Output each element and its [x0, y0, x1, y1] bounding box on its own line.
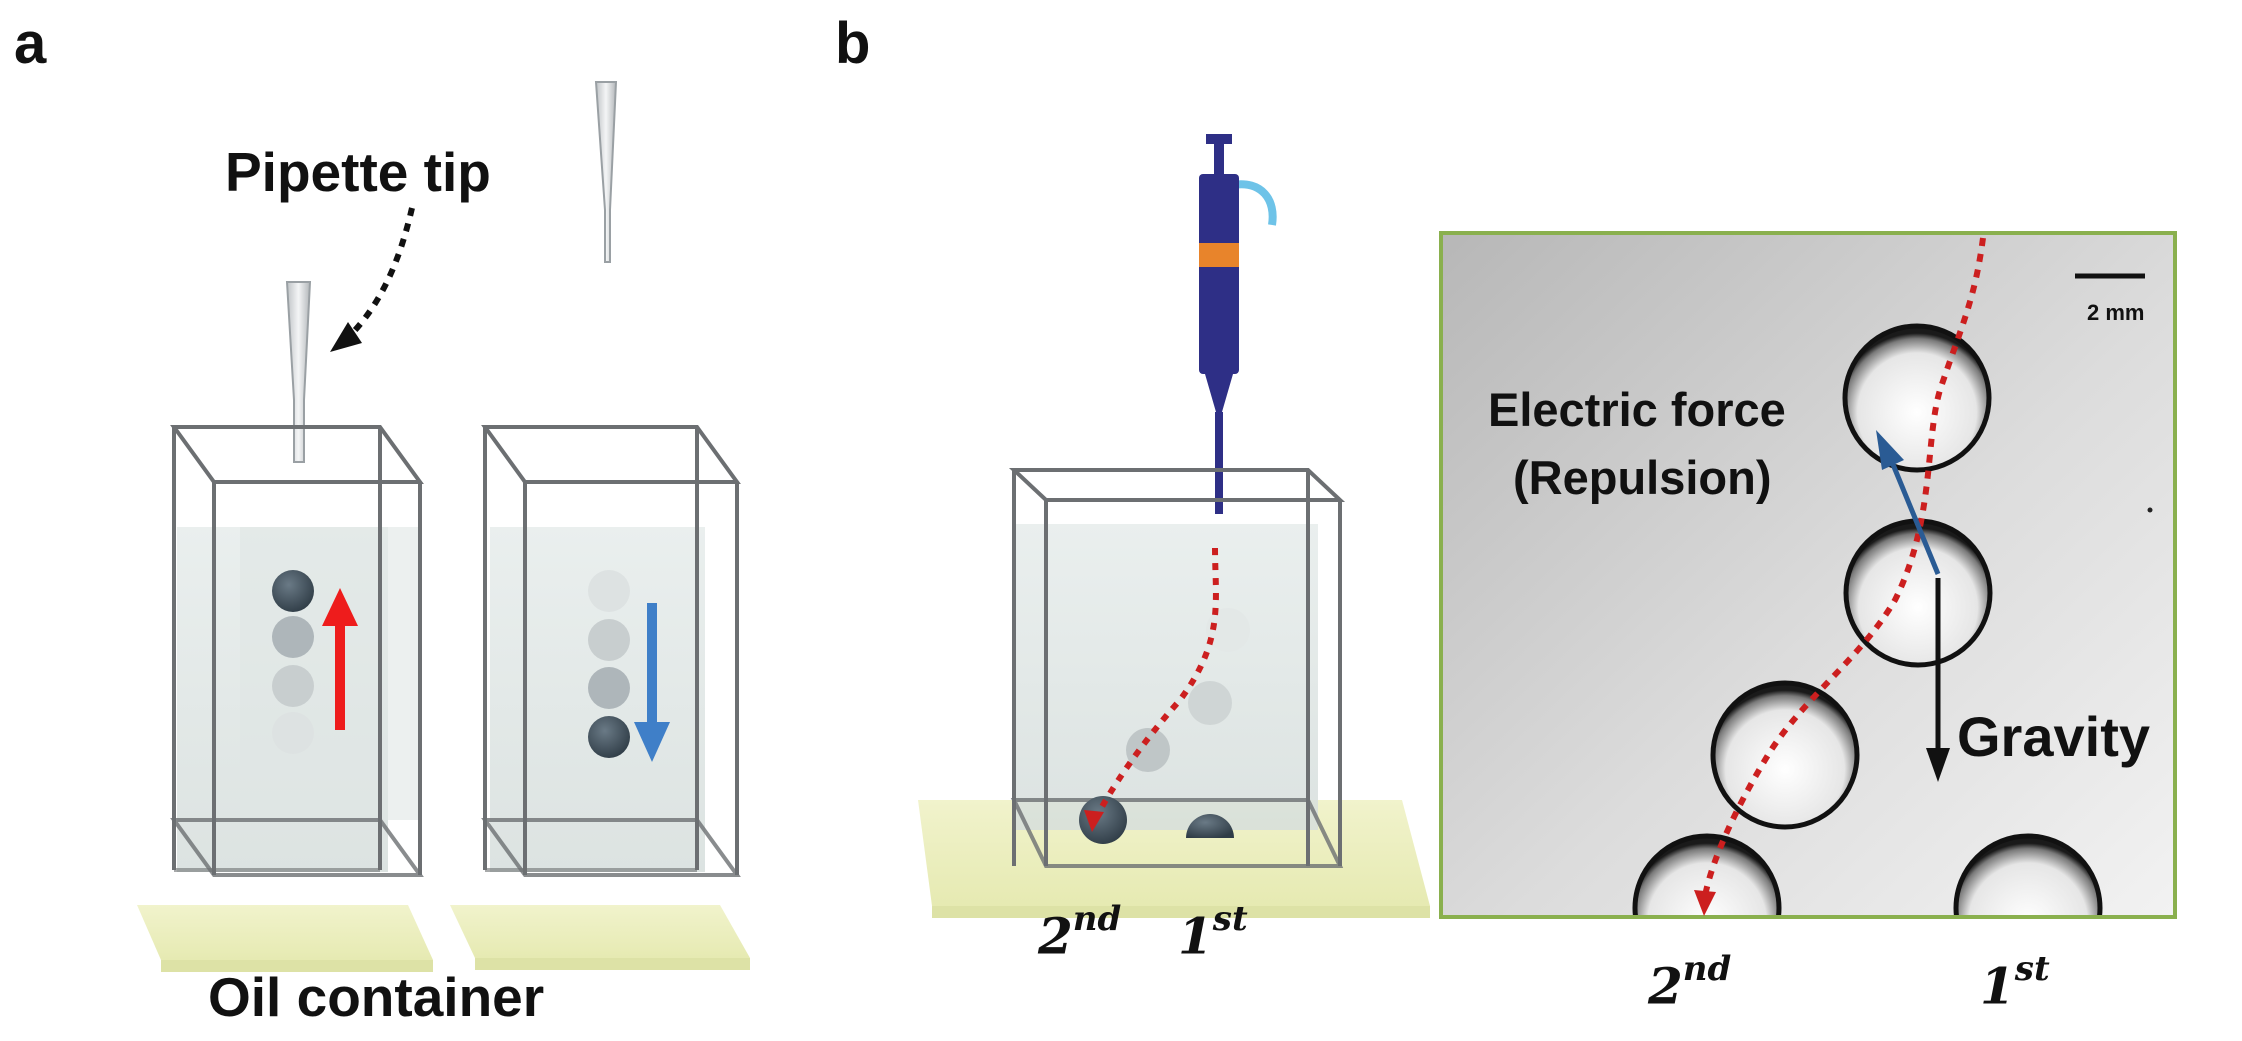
falling-arrow-head	[634, 722, 670, 762]
first-suffix: st	[1212, 899, 1248, 939]
electric-force-arrow-head	[1876, 430, 1904, 470]
pipette-band	[1199, 243, 1239, 267]
drop-1	[1842, 323, 1992, 473]
oil-container-left	[137, 425, 433, 972]
pipette-pointer-arrow	[330, 207, 415, 352]
panel-b-letter: b	[835, 11, 871, 76]
ghost-droplet-2	[1188, 681, 1232, 725]
second-suffix: nd	[1072, 899, 1122, 939]
schematic-first-label: 1st	[1178, 899, 1248, 966]
droplet-b3	[588, 667, 630, 709]
droplet-a2	[272, 616, 314, 658]
gravity-label: Gravity	[1957, 705, 2150, 768]
droplet-a3	[272, 665, 314, 707]
panel-a-letter: a	[14, 11, 47, 76]
droplet-a4	[272, 712, 314, 754]
ghost-droplet-3	[1126, 728, 1170, 772]
electric-force-label-line2: (Repulsion)	[1513, 451, 1772, 504]
ghost-droplet-1	[1206, 608, 1250, 652]
droplet-a1	[272, 570, 314, 612]
trajectory-micrograph	[1702, 237, 1986, 897]
drop-3	[1710, 680, 1860, 830]
droplet-b2	[588, 619, 630, 661]
oil-container-b	[918, 468, 1430, 918]
electric-force-arrow-shaft	[1889, 461, 1941, 575]
droplet-b4	[588, 716, 630, 758]
drop-5	[1953, 833, 2103, 917]
oil-container-label: Oil container	[208, 966, 545, 1028]
second-base: 2	[1038, 906, 1073, 966]
pipette	[1199, 134, 1277, 514]
droplet-b1	[588, 570, 630, 612]
drop-2	[1843, 518, 1993, 668]
settled-droplet-2nd	[1079, 796, 1127, 844]
second-base: 2	[1648, 956, 1683, 1016]
trajectory-schematic	[1092, 547, 1219, 822]
oil-container-right	[450, 425, 750, 970]
schematic-second-label: 2nd	[1038, 899, 1121, 966]
first-base: 1	[1178, 906, 1213, 966]
scale-bar-label: 2 mm	[2087, 300, 2145, 325]
first-base: 1	[1980, 956, 2015, 1016]
gravity-arrow-head	[1926, 748, 1950, 782]
second-suffix: nd	[1682, 949, 1732, 989]
rising-arrow-head	[322, 588, 358, 626]
electric-force-label-line1: Electric force	[1488, 383, 1786, 436]
micrograph-first-label: 1st	[1980, 949, 2050, 1016]
micrograph	[1439, 231, 2177, 919]
pipette-tip-floating	[594, 81, 618, 263]
first-suffix: st	[2014, 949, 2050, 989]
micrograph-second-label: 2nd	[1648, 949, 1731, 1016]
pipette-tip-label: Pipette tip	[225, 141, 491, 203]
settled-droplet-1st	[1186, 814, 1234, 838]
pipette-tip-inserted	[285, 281, 312, 463]
